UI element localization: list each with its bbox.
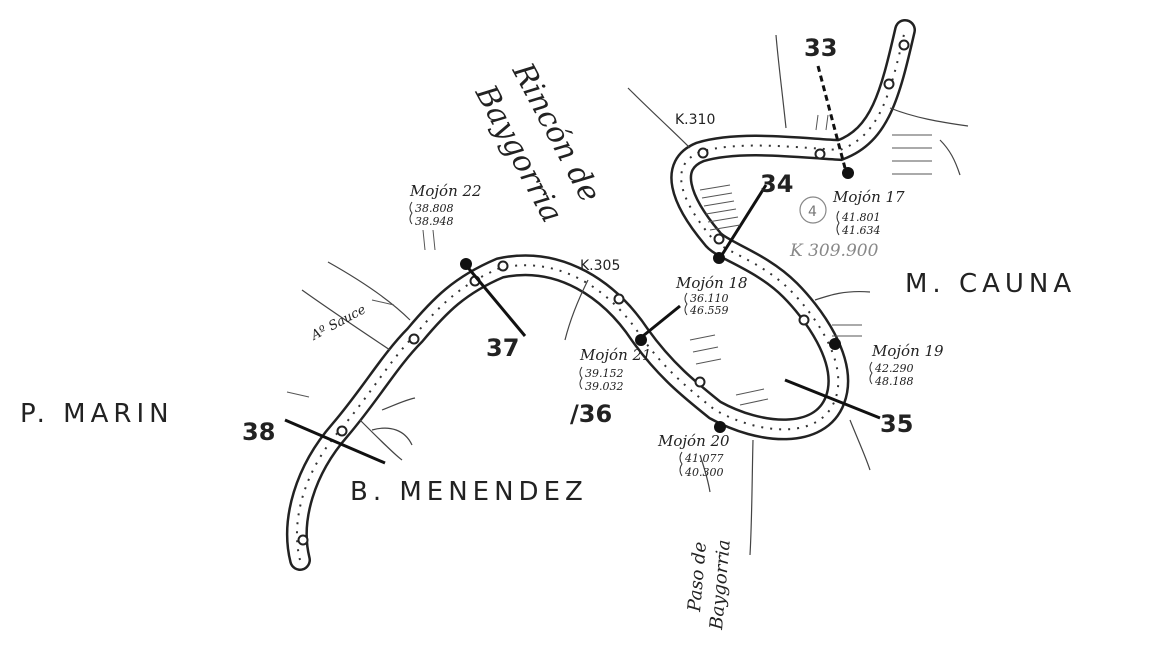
mojon-18-v2: 46.559 bbox=[689, 304, 729, 317]
line-north-stream bbox=[775, 34, 787, 129]
mojon-dot-17 bbox=[842, 167, 854, 179]
section-line-38 bbox=[284, 418, 386, 465]
thin-lines bbox=[301, 34, 969, 556]
label-m-cauna: M. CAUNA bbox=[905, 269, 1076, 299]
km-circle bbox=[408, 333, 420, 345]
km-circle bbox=[898, 39, 910, 51]
line-east-4 bbox=[849, 419, 871, 471]
mojon-19-v1: 42.290 bbox=[874, 362, 914, 375]
km-circle bbox=[497, 260, 509, 272]
section-line-36 bbox=[637, 304, 681, 342]
mojon-21-v2: 39.032 bbox=[585, 380, 624, 393]
km-circle bbox=[297, 534, 309, 546]
river-inner-band bbox=[288, 21, 914, 569]
mojon-19-v2: 48.188 bbox=[874, 375, 914, 388]
mojon-21: Mojón 21 39.152 39.032 bbox=[579, 346, 652, 393]
mojon-22: Mojón 22 38.808 38.948 bbox=[409, 182, 482, 228]
section-line-35 bbox=[784, 378, 881, 420]
mojon-17-v1: 41.801 bbox=[841, 211, 881, 224]
mojon-dot-21 bbox=[635, 334, 647, 346]
line-east-1 bbox=[889, 107, 969, 127]
mojon-21-v1: 39.152 bbox=[585, 367, 624, 380]
stamp-circle bbox=[799, 196, 827, 224]
label-k305: K.305 bbox=[580, 258, 620, 274]
mojon-dot-18 bbox=[713, 252, 725, 264]
river bbox=[286, 19, 916, 571]
mojon-20-v2: 40.300 bbox=[684, 466, 724, 479]
mojon-22-name: Mojón 22 bbox=[409, 182, 482, 200]
km-circle bbox=[613, 293, 625, 305]
line-aso-sauce-2 bbox=[327, 261, 411, 321]
mojon-20-name: Mojón 20 bbox=[657, 432, 730, 450]
mojon-dot-19 bbox=[829, 338, 841, 350]
mojon-21-name: Mojón 21 bbox=[579, 346, 652, 364]
section-33: 33 bbox=[804, 34, 837, 62]
label-k310: K.310 bbox=[675, 112, 715, 128]
mojon-19: Mojón 19 42.290 48.188 bbox=[871, 342, 944, 388]
mojon-18-name: Mojón 18 bbox=[675, 274, 748, 292]
section-37: 37 bbox=[486, 334, 519, 362]
km-circle bbox=[697, 147, 709, 159]
section-line-37 bbox=[463, 263, 527, 337]
mojon-20-v1: 41.077 bbox=[684, 452, 724, 465]
line-k310 bbox=[627, 87, 691, 149]
mojon-17-name: Mojón 17 bbox=[832, 188, 905, 206]
section-line-33 bbox=[816, 65, 847, 169]
line-aso-sauce bbox=[301, 289, 391, 351]
section-35: 35 bbox=[880, 410, 913, 438]
mojon-20: Mojón 20 41.077 40.300 bbox=[657, 432, 730, 479]
km-circle bbox=[814, 148, 826, 160]
line-south-west bbox=[699, 454, 711, 493]
km-circle bbox=[713, 233, 725, 245]
line-paso bbox=[749, 439, 754, 556]
river-km-circles bbox=[297, 39, 910, 546]
label-b-menendez: B. MENENDEZ bbox=[350, 477, 588, 507]
line-east-3 bbox=[814, 290, 871, 301]
label-paso-1: Paso de bbox=[684, 541, 711, 614]
line-creek-b-menendez bbox=[359, 397, 416, 461]
line-east-2 bbox=[939, 139, 961, 176]
section-38: 38 bbox=[242, 418, 275, 446]
line-k305 bbox=[564, 279, 589, 341]
section-lines bbox=[284, 65, 881, 465]
label-aso-sauce: Aº Sauce bbox=[308, 302, 369, 344]
mojon-dots bbox=[460, 167, 854, 433]
mojon-dot-20 bbox=[714, 421, 726, 433]
mojon-18: Mojón 18 36.110 46.559 bbox=[675, 274, 748, 317]
km-circle bbox=[798, 314, 810, 326]
section-34: 34 bbox=[760, 170, 793, 198]
mojon-braces bbox=[409, 201, 873, 477]
stamp-number: 4 bbox=[808, 204, 817, 220]
mojon-17-v2: 41.634 bbox=[841, 224, 881, 237]
km-circle bbox=[883, 78, 895, 90]
pencil-note: K 309.900 bbox=[789, 241, 879, 261]
km-circle bbox=[336, 425, 348, 437]
section-36: /36 bbox=[570, 400, 612, 428]
label-p-marin: P. MARIN bbox=[20, 399, 174, 429]
mojon-19-name: Mojón 19 bbox=[871, 342, 944, 360]
mojon-17: Mojón 17 41.801 41.634 bbox=[832, 188, 905, 237]
km-circle bbox=[694, 376, 706, 388]
mojon-18-v1: 36.110 bbox=[690, 292, 729, 305]
mojon-22-v2: 38.948 bbox=[415, 215, 454, 228]
mojon-dot-22 bbox=[460, 258, 472, 270]
section-line-34 bbox=[718, 184, 768, 259]
label-paso-2: Baygorria bbox=[706, 539, 735, 632]
small-value-scribbles bbox=[286, 114, 932, 406]
mojon-22-v1: 38.808 bbox=[415, 202, 454, 215]
